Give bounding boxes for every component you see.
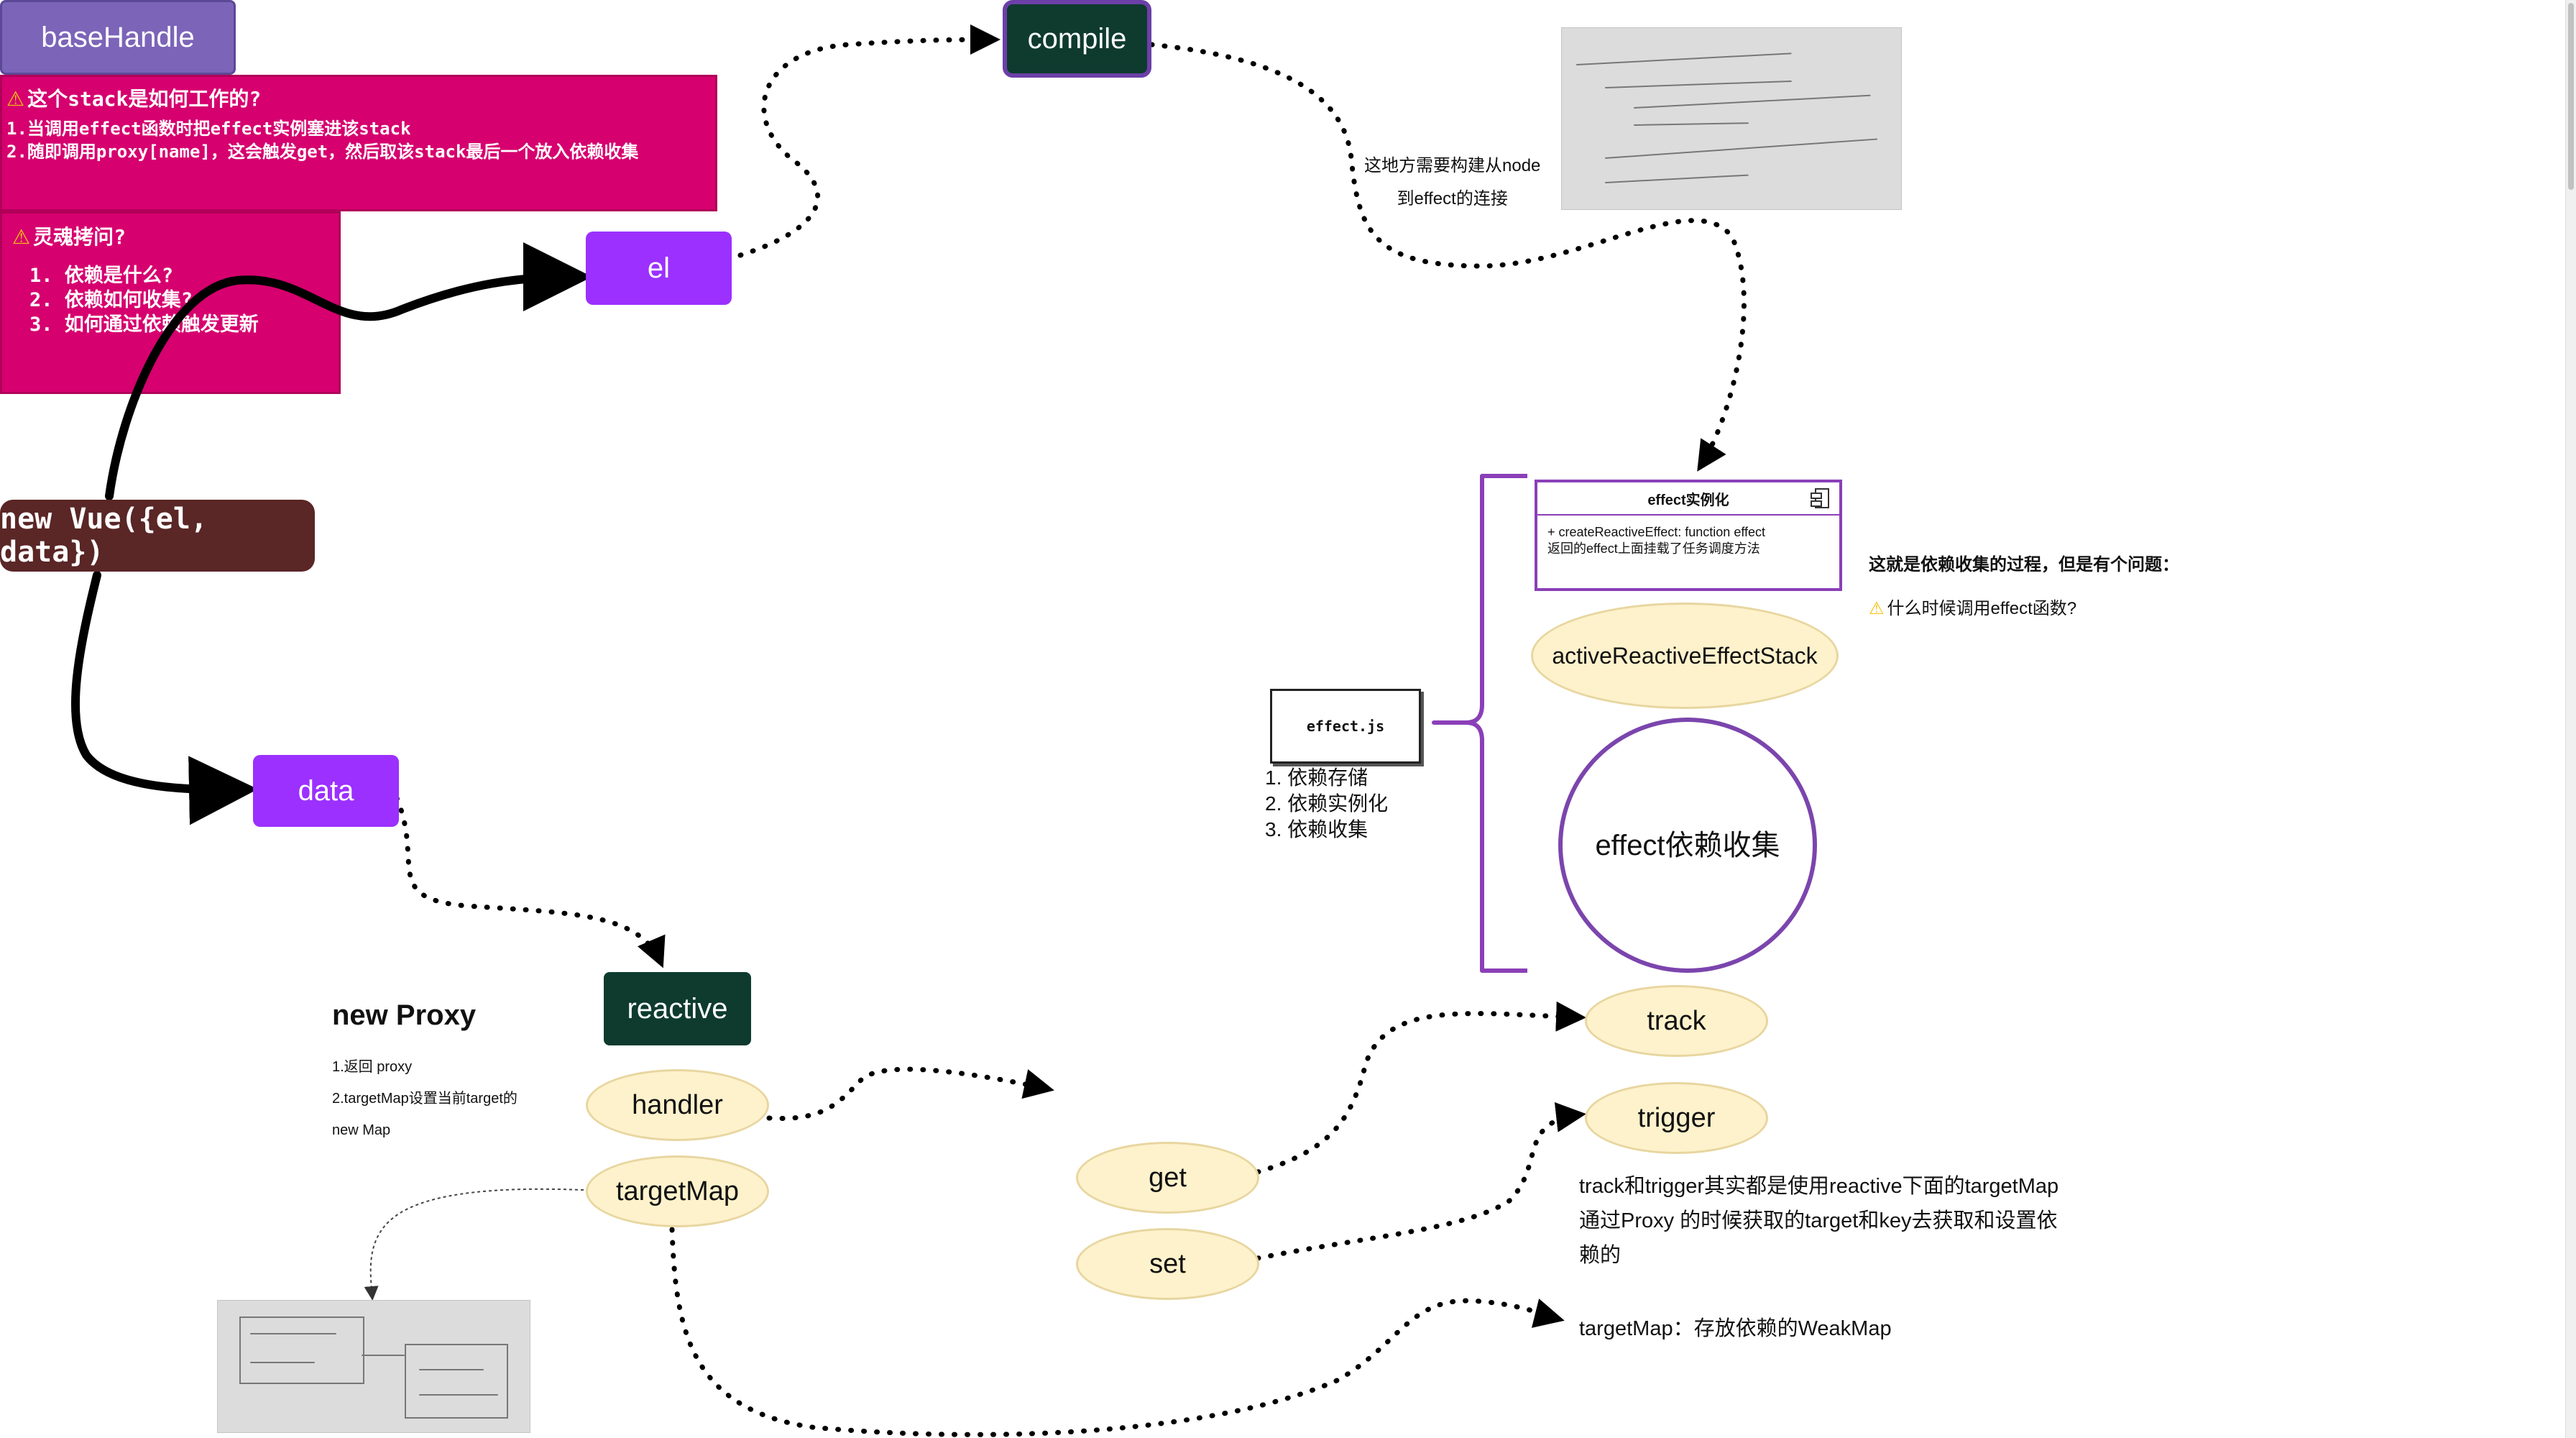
get-node[interactable]: get bbox=[1076, 1142, 1259, 1214]
vertical-scrollbar[interactable] bbox=[2565, 0, 2576, 1438]
edge-vue-to-data bbox=[70, 571, 258, 825]
stack-explanation-box: ⚠这个stack是如何工作的? 1.当调用effect函数时把effect实例塞… bbox=[0, 75, 717, 211]
edge-el-to-compile bbox=[737, 24, 1000, 258]
soul-box-item: 1. 依赖是什么? bbox=[29, 264, 174, 287]
effect-js-item: 1. 依赖存储 bbox=[1265, 766, 1368, 789]
dep-question-text: 什么时候调用effect函数? bbox=[1887, 599, 2077, 618]
warning-icon: ⚠ bbox=[12, 225, 31, 249]
effect-class-body: + createReactiveEffect: function effect … bbox=[1547, 524, 1765, 558]
effect-js-node[interactable]: effect.js bbox=[1270, 689, 1421, 764]
active-effect-stack-node[interactable]: activeReactiveEffectStack bbox=[1531, 603, 1839, 709]
targetmap-note: targetMap：存放依赖的WeakMap bbox=[1579, 1317, 1892, 1340]
effect-class-box[interactable]: effect实例化 + createReactiveEffect: functi… bbox=[1535, 480, 1842, 591]
effect-collect-node[interactable]: effect依赖收集 bbox=[1558, 718, 1817, 973]
effect-class-divider bbox=[1537, 514, 1839, 516]
track-note-line: track和trigger其实都是使用reactive下面的targetMap bbox=[1579, 1175, 2059, 1198]
dep-question: ⚠什么时候调用effect函数? bbox=[1869, 594, 2076, 619]
edge-data-to-reactive bbox=[394, 795, 666, 968]
handler-node[interactable]: handler bbox=[586, 1069, 769, 1141]
soul-box-item: 2. 依赖如何收集? bbox=[29, 288, 193, 311]
new-vue-node[interactable]: new Vue({el, data}) bbox=[0, 500, 315, 572]
edge-handler-to-basehandle bbox=[766, 1066, 1054, 1122]
edge-targetmap-to-photo bbox=[364, 1188, 584, 1301]
soul-box-title-text: 灵魂拷问? bbox=[33, 225, 126, 249]
stack-box-line-2: 2.随即调用proxy[name]，这会触发get，然后取该stack最后一个放… bbox=[6, 142, 639, 162]
brace bbox=[1432, 474, 1527, 973]
soul-box-list: 1. 依赖是什么? 2. 依赖如何收集? 3. 如何通过依赖触发更新 bbox=[12, 264, 328, 337]
trigger-node[interactable]: trigger bbox=[1585, 1082, 1768, 1154]
stack-box-title: ⚠这个stack是如何工作的? bbox=[6, 86, 711, 113]
scrollbar-thumb[interactable] bbox=[2568, 3, 2574, 190]
basehandle-node[interactable]: baseHandle bbox=[0, 0, 236, 75]
compile-note-line-1: 这地方需要构建从node bbox=[1364, 156, 1541, 175]
warning-icon: ⚠ bbox=[1869, 598, 1885, 618]
effect-js-item: 3. 依赖收集 bbox=[1265, 818, 1368, 841]
track-note-line: 赖的 bbox=[1579, 1244, 1622, 1267]
el-node[interactable]: el bbox=[586, 232, 732, 305]
effect-class-line-1: + createReactiveEffect: function effect bbox=[1547, 525, 1766, 539]
component-icon bbox=[1811, 488, 1829, 508]
effect-class-line-2: 返回的effect上面挂载了任务调度方法 bbox=[1547, 541, 1760, 557]
edge-set-to-trigger bbox=[1255, 1102, 1586, 1261]
edge-get-to-track bbox=[1255, 1001, 1586, 1175]
data-node[interactable]: data bbox=[253, 755, 399, 827]
dep-question-heading: 这就是依赖收集的过程，但是有个问题： bbox=[1869, 555, 2179, 574]
soul-box-item: 3. 如何通过依赖触发更新 bbox=[29, 313, 259, 336]
proxy-note-line: new Map bbox=[332, 1122, 391, 1138]
proxy-note-line: 1.返回 proxy bbox=[332, 1059, 413, 1075]
track-trigger-note: track和trigger其实都是使用reactive下面的targetMap … bbox=[1579, 1169, 2058, 1273]
effect-js-list: 1. 依赖存储 2. 依赖实例化 3. 依赖收集 bbox=[1265, 765, 1388, 843]
proxy-notes: 1.返回 proxy 2.targetMap设置当前target的 new Ma… bbox=[332, 1051, 518, 1146]
compile-note-line-2: 到effect的连接 bbox=[1397, 189, 1508, 209]
track-note-line: 通过Proxy 的时候获取的target和key去获取和设置依 bbox=[1579, 1209, 2058, 1232]
compile-note: 这地方需要构建从node 到effect的连接 bbox=[1364, 150, 1540, 216]
effect-js-item: 2. 依赖实例化 bbox=[1265, 792, 1389, 815]
stack-box-title-text: 这个stack是如何工作的? bbox=[27, 87, 262, 111]
warning-icon: ⚠ bbox=[6, 87, 25, 111]
proxy-title: new Proxy bbox=[332, 999, 477, 1031]
proxy-note-line: 2.targetMap设置当前target的 bbox=[332, 1091, 518, 1107]
handwritten-targetmap-photo bbox=[217, 1300, 530, 1433]
handwritten-effect-photo bbox=[1561, 27, 1902, 210]
set-node[interactable]: set bbox=[1076, 1228, 1259, 1300]
track-node[interactable]: track bbox=[1585, 985, 1768, 1057]
effect-class-title: effect实例化 bbox=[1647, 493, 1729, 508]
targetmap-node[interactable]: targetMap bbox=[586, 1155, 769, 1227]
soul-box-title: ⚠灵魂拷问? bbox=[12, 224, 328, 251]
stack-box-line-1: 1.当调用effect函数时把effect实例塞进该stack bbox=[6, 118, 411, 139]
compile-node[interactable]: compile bbox=[1003, 0, 1151, 78]
reactive-node[interactable]: reactive bbox=[604, 972, 751, 1045]
soul-question-box: ⚠灵魂拷问? 1. 依赖是什么? 2. 依赖如何收集? 3. 如何通过依赖触发更… bbox=[0, 211, 341, 394]
